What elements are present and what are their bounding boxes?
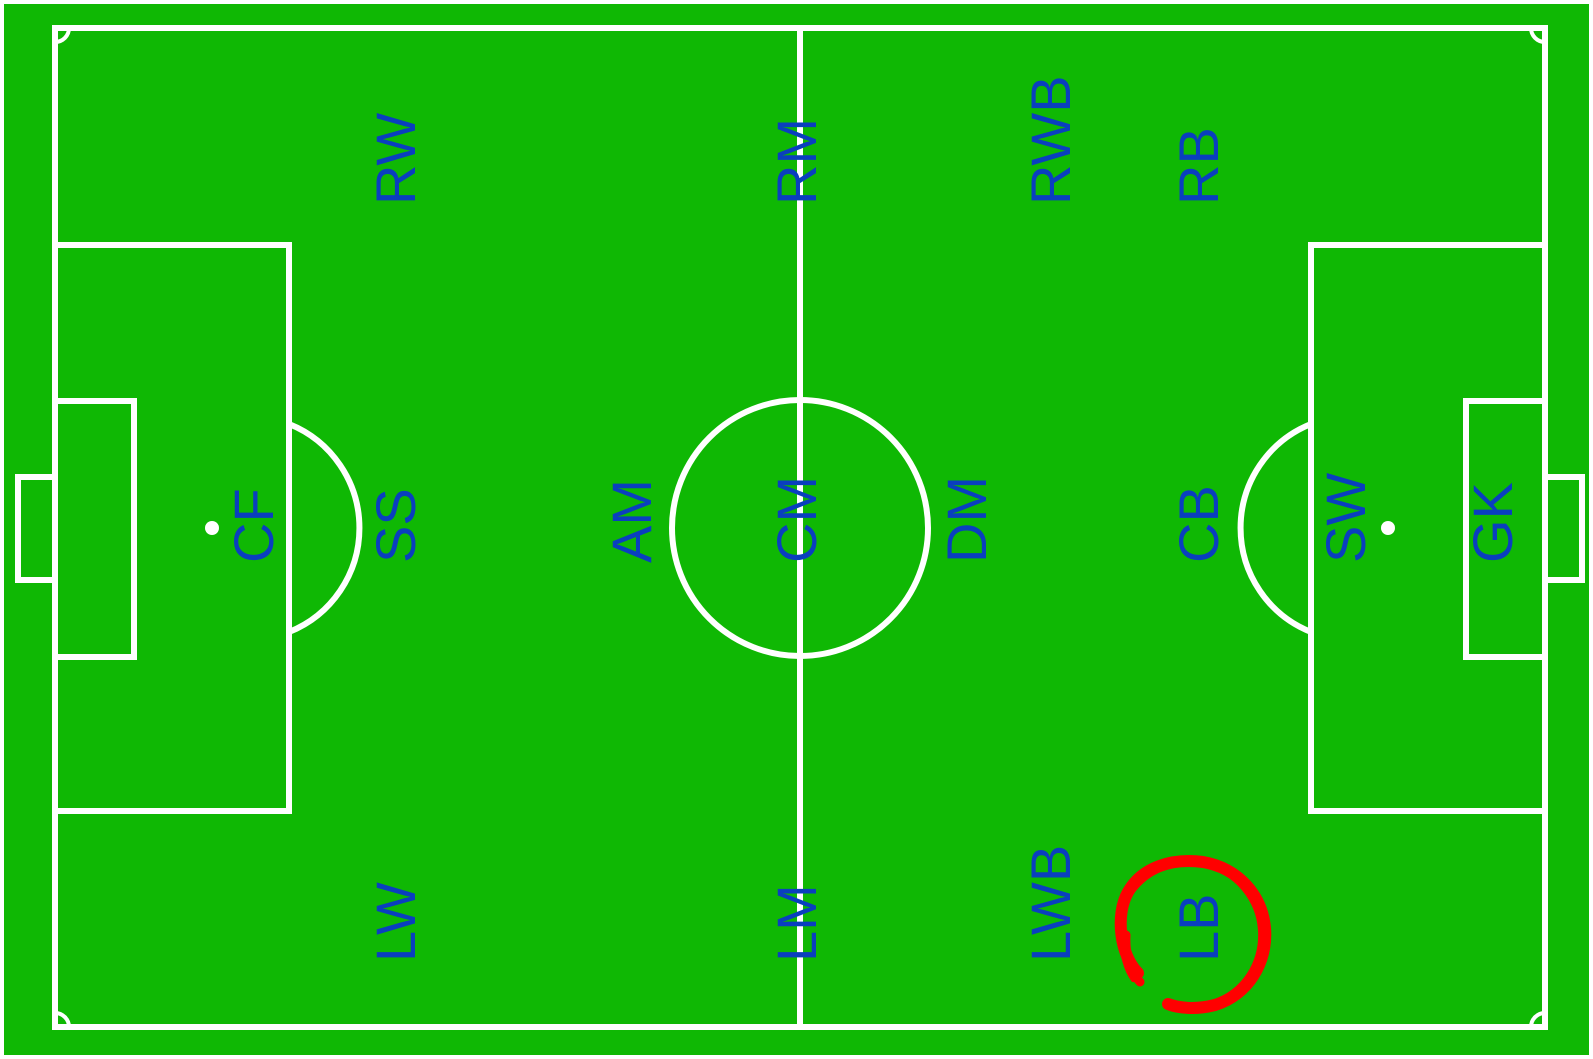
right-penalty-arc <box>1237 421 1313 635</box>
right-penalty-spot <box>1381 521 1395 535</box>
position-label-lm: LM <box>765 884 828 962</box>
position-label-cm: CM <box>765 476 828 563</box>
position-label-rw: RW <box>364 113 427 205</box>
position-label-rb: RB <box>1167 127 1230 205</box>
left-penalty-spot <box>205 521 219 535</box>
left-goal <box>15 474 58 583</box>
highlight-stroke-tail <box>1121 930 1145 987</box>
left-penalty-arc <box>287 421 363 635</box>
corner-arc-bottom-right <box>1529 1011 1546 1028</box>
center-circle <box>669 397 931 659</box>
position-label-lb: LB <box>1167 894 1230 963</box>
position-label-lw: LW <box>364 882 427 962</box>
position-labels: RW RM RWB RB CF SS AM CM DM CB SW GK LW … <box>222 75 1524 962</box>
position-label-gk: GK <box>1461 482 1524 563</box>
highlight-circle-annotation <box>1114 855 1272 1014</box>
position-label-cf: CF <box>222 488 285 563</box>
corner-arc-bottom-left <box>54 1011 71 1028</box>
position-label-am: AM <box>600 479 663 563</box>
corner-arc-top-left <box>54 27 71 44</box>
position-label-ss: SS <box>364 488 427 563</box>
highlight-stroke-inner <box>1119 862 1263 1004</box>
position-label-sw: SW <box>1314 473 1377 563</box>
position-label-rwb: RWB <box>1019 75 1082 205</box>
position-label-cb: CB <box>1167 485 1230 563</box>
pitch-markings <box>15 25 1585 1030</box>
corner-arc-top-right <box>1529 27 1546 44</box>
right-goal <box>1542 474 1585 583</box>
position-label-rm: RM <box>765 118 828 205</box>
grass-field <box>4 4 1589 1055</box>
position-label-lwb: LWB <box>1019 845 1082 962</box>
position-label-dm: DM <box>935 476 998 563</box>
highlight-stroke-main <box>1114 855 1272 1014</box>
